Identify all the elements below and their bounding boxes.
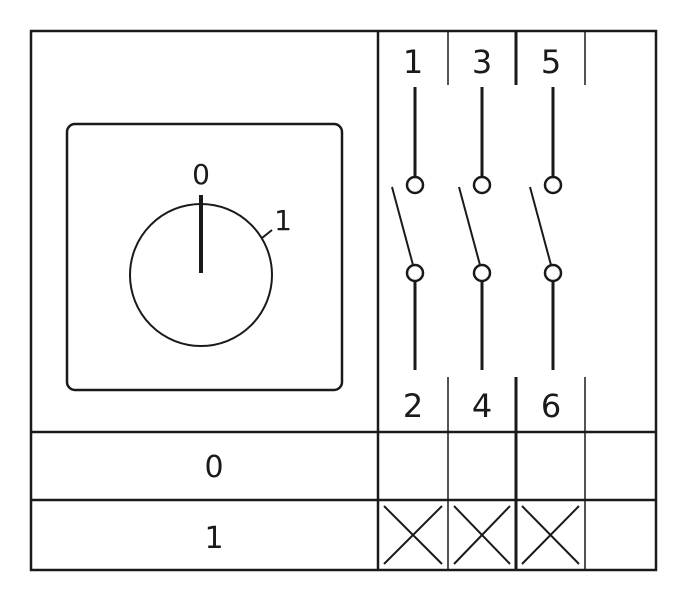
terminal-5: 5 [541,43,561,81]
pole-fixed-contact [543,175,563,195]
closed-contact-x-mark [453,505,511,565]
pole-contact-blade [391,186,414,266]
terminal-6: 6 [541,387,561,425]
terminal-3: 3 [472,43,492,81]
outer-frame [29,29,658,572]
knob-label-1: 1 [274,204,292,237]
pole-contact-blade [529,186,552,266]
pole-fixed-contact [405,175,425,195]
closed-contact-x-mark [383,505,443,565]
knob-label-0: 0 [192,158,210,191]
terminal-2: 2 [403,387,423,425]
knob-plate [65,122,344,392]
closed-contact-x-mark [521,505,580,565]
pole-fixed-contact [472,175,492,195]
row-label-0: 0 [204,450,223,485]
pole-contact-blade [458,186,481,266]
position-1-tick [261,229,273,239]
pole-moving-contact [543,263,563,283]
terminal-4: 4 [472,387,492,425]
pole-moving-contact [472,263,492,283]
terminal-1: 1 [403,43,423,81]
pole-moving-contact [405,263,425,283]
row-label-1: 1 [204,521,223,556]
